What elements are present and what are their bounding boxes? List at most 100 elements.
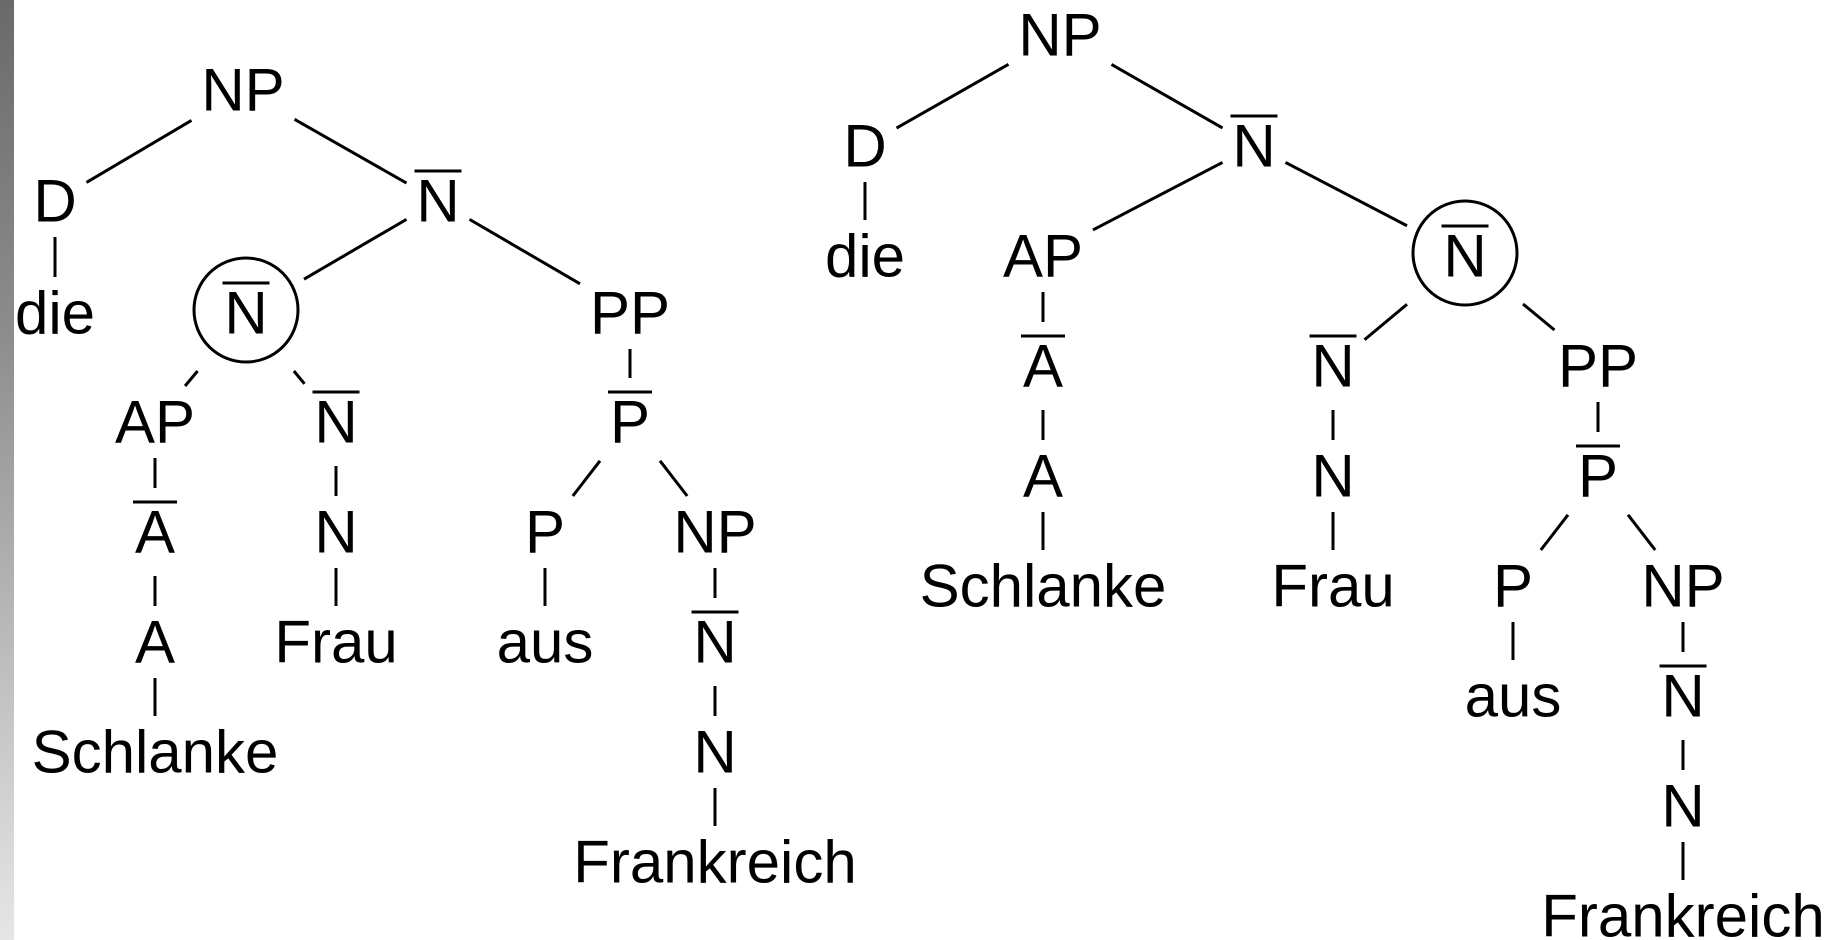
node-label: NP bbox=[1018, 2, 1101, 69]
tree-edge-np3-d2 bbox=[895, 63, 1010, 130]
gradient-edge-bar bbox=[0, 0, 14, 940]
tree-node-np2: NP bbox=[673, 499, 756, 566]
tree-node-d2: D bbox=[843, 113, 886, 180]
tree-edge-np3-nbar4 bbox=[1110, 63, 1224, 130]
node-label: D bbox=[843, 113, 886, 180]
tree-node-aus1: aus bbox=[497, 609, 594, 676]
node-label: aus bbox=[1465, 663, 1562, 730]
node-label: N bbox=[314, 499, 357, 566]
tree-node-a1: A bbox=[135, 609, 175, 676]
node-label: Frau bbox=[1271, 553, 1394, 620]
node-label: NP bbox=[673, 499, 756, 566]
tree-edge-nbar1-nbarc1 bbox=[303, 218, 408, 281]
tree-node-nbar6: N bbox=[1659, 663, 1707, 730]
node-label: PP bbox=[590, 280, 670, 347]
node-label: Frankreich bbox=[1541, 883, 1824, 940]
tree-edge-nbarc1-ap1 bbox=[183, 370, 199, 387]
node-label: Frau bbox=[274, 609, 397, 676]
tree-node-n3: N bbox=[1311, 443, 1354, 510]
tree-node-n2: N bbox=[693, 719, 736, 786]
tree-node-abar2: A bbox=[1021, 333, 1065, 400]
tree-node-schlanke2: Schlanke bbox=[920, 553, 1167, 620]
tree-edge-np1-nbar1 bbox=[293, 118, 408, 185]
tree-node-nbar3: N bbox=[691, 609, 739, 676]
node-label: N bbox=[224, 280, 267, 347]
node-label: N bbox=[1311, 443, 1354, 510]
node-label: die bbox=[15, 280, 95, 347]
tree-edge-pbar1-np2 bbox=[658, 459, 689, 497]
tree-edge-pbar2-np4 bbox=[1626, 513, 1657, 551]
tree-node-nbarc2: N bbox=[1411, 199, 1519, 307]
tree-node-frau2: Frau bbox=[1271, 553, 1394, 620]
node-label: NP bbox=[201, 57, 284, 124]
node-label: N bbox=[1311, 333, 1354, 400]
focus-circle-mark bbox=[192, 256, 300, 364]
node-label: P bbox=[610, 389, 650, 456]
tree-node-ap2: AP bbox=[1003, 223, 1083, 290]
tree-node-frau1: Frau bbox=[274, 609, 397, 676]
tree-node-nbar2: N bbox=[312, 389, 360, 456]
tree-node-aus2: aus bbox=[1465, 663, 1562, 730]
node-label: aus bbox=[497, 609, 594, 676]
node-label: Schlanke bbox=[32, 719, 279, 786]
node-label: N bbox=[1661, 773, 1704, 840]
tree-edge-nbarc1-nbar2 bbox=[292, 370, 306, 385]
focus-circle-mark bbox=[1411, 199, 1519, 307]
tree-node-nbar4: N bbox=[1230, 113, 1278, 180]
tree-edge-pbar2-p2 bbox=[1539, 513, 1570, 551]
tree-node-pbar2: P bbox=[1576, 443, 1620, 510]
tree-edge-nbarc2-nbar5 bbox=[1363, 303, 1408, 341]
tree-node-nbarc1: N bbox=[192, 256, 300, 364]
tree-node-die2: die bbox=[825, 223, 905, 290]
node-label: N bbox=[1232, 113, 1275, 180]
tree-node-pbar1: P bbox=[608, 389, 652, 456]
node-label: P bbox=[1493, 553, 1533, 620]
tree-node-pp2: PP bbox=[1558, 333, 1638, 400]
node-label: D bbox=[33, 168, 76, 235]
node-label: die bbox=[825, 223, 905, 290]
tree-node-np1: NP bbox=[201, 57, 284, 124]
tree-node-ap1: AP bbox=[115, 389, 195, 456]
node-label: AP bbox=[115, 389, 195, 456]
node-label: N bbox=[314, 389, 357, 456]
tree-node-nbar1: N bbox=[414, 168, 462, 235]
node-label: Schlanke bbox=[920, 553, 1167, 620]
tree-node-p2: P bbox=[1493, 553, 1533, 620]
tree-node-die1: die bbox=[15, 280, 95, 347]
tree-edge-nbar1-pp1 bbox=[468, 218, 581, 286]
tree-node-np3: NP bbox=[1018, 2, 1101, 69]
node-label: N bbox=[693, 719, 736, 786]
tree-edge-nbarc2-pp2 bbox=[1522, 302, 1556, 332]
node-label: AP bbox=[1003, 223, 1083, 290]
tree-node-d1: D bbox=[33, 168, 76, 235]
node-label: A bbox=[135, 609, 175, 676]
node-label: N bbox=[1661, 663, 1704, 730]
node-label: N bbox=[416, 168, 459, 235]
tree-node-n1: N bbox=[314, 499, 357, 566]
tree-node-n4: N bbox=[1661, 773, 1704, 840]
tree-node-np4: NP bbox=[1641, 553, 1724, 620]
tree-edges bbox=[53, 63, 1685, 880]
node-label: P bbox=[1578, 443, 1618, 510]
node-label: PP bbox=[1558, 333, 1638, 400]
tree-node-abar1: A bbox=[133, 499, 177, 566]
tree-edge-nbar4-nbarc2 bbox=[1284, 161, 1408, 228]
tree-node-schlanke1: Schlanke bbox=[32, 719, 279, 786]
tree-node-frankreich2: Frankreich bbox=[1541, 883, 1824, 940]
tree-node-a2: A bbox=[1023, 443, 1063, 510]
tree-node-pp1: PP bbox=[590, 280, 670, 347]
tree-node-p1: P bbox=[525, 499, 565, 566]
node-label: N bbox=[1443, 223, 1486, 290]
tree-edge-nbar4-ap2 bbox=[1092, 161, 1224, 232]
node-label: P bbox=[525, 499, 565, 566]
tree-edge-pbar1-p1 bbox=[571, 459, 602, 497]
node-label: NP bbox=[1641, 553, 1724, 620]
node-label: Frankreich bbox=[573, 829, 856, 896]
tree-edge-np1-d1 bbox=[85, 119, 193, 184]
node-label: N bbox=[693, 609, 736, 676]
tree-node-nbar5: N bbox=[1309, 333, 1357, 400]
node-label: A bbox=[1023, 333, 1063, 400]
node-label: A bbox=[1023, 443, 1063, 510]
tree-nodes: NPDdieNNAPAASchlankeNNFrauPPPPausNPNNFra… bbox=[15, 2, 1825, 940]
